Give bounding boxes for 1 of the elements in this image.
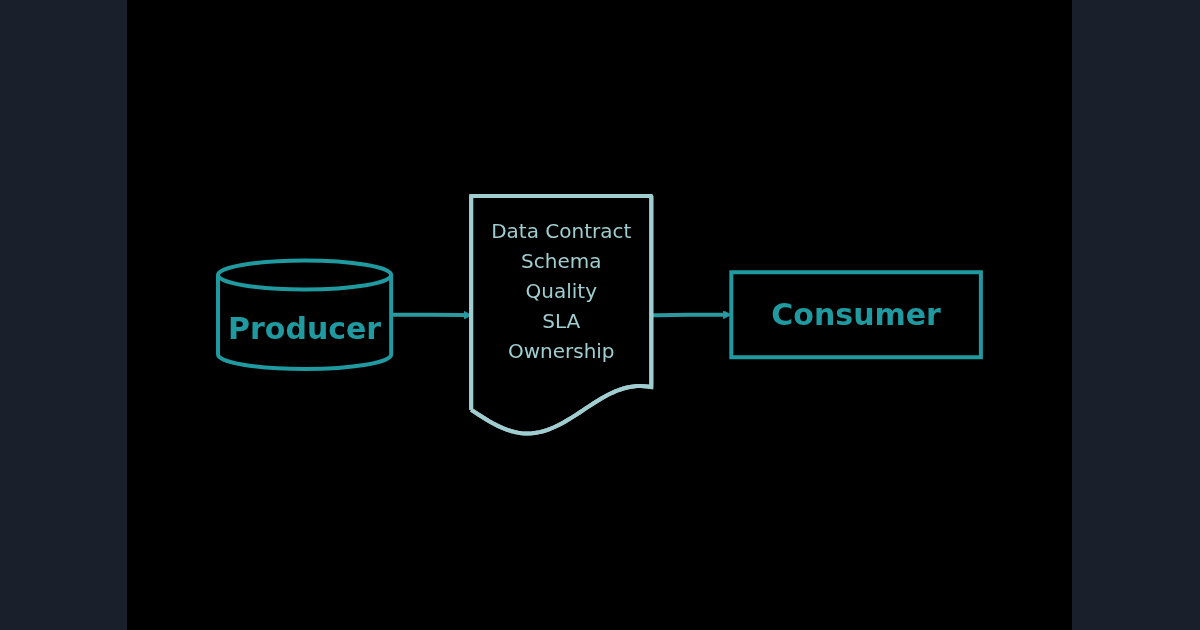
- node-box: Consumer: [729, 270, 983, 360]
